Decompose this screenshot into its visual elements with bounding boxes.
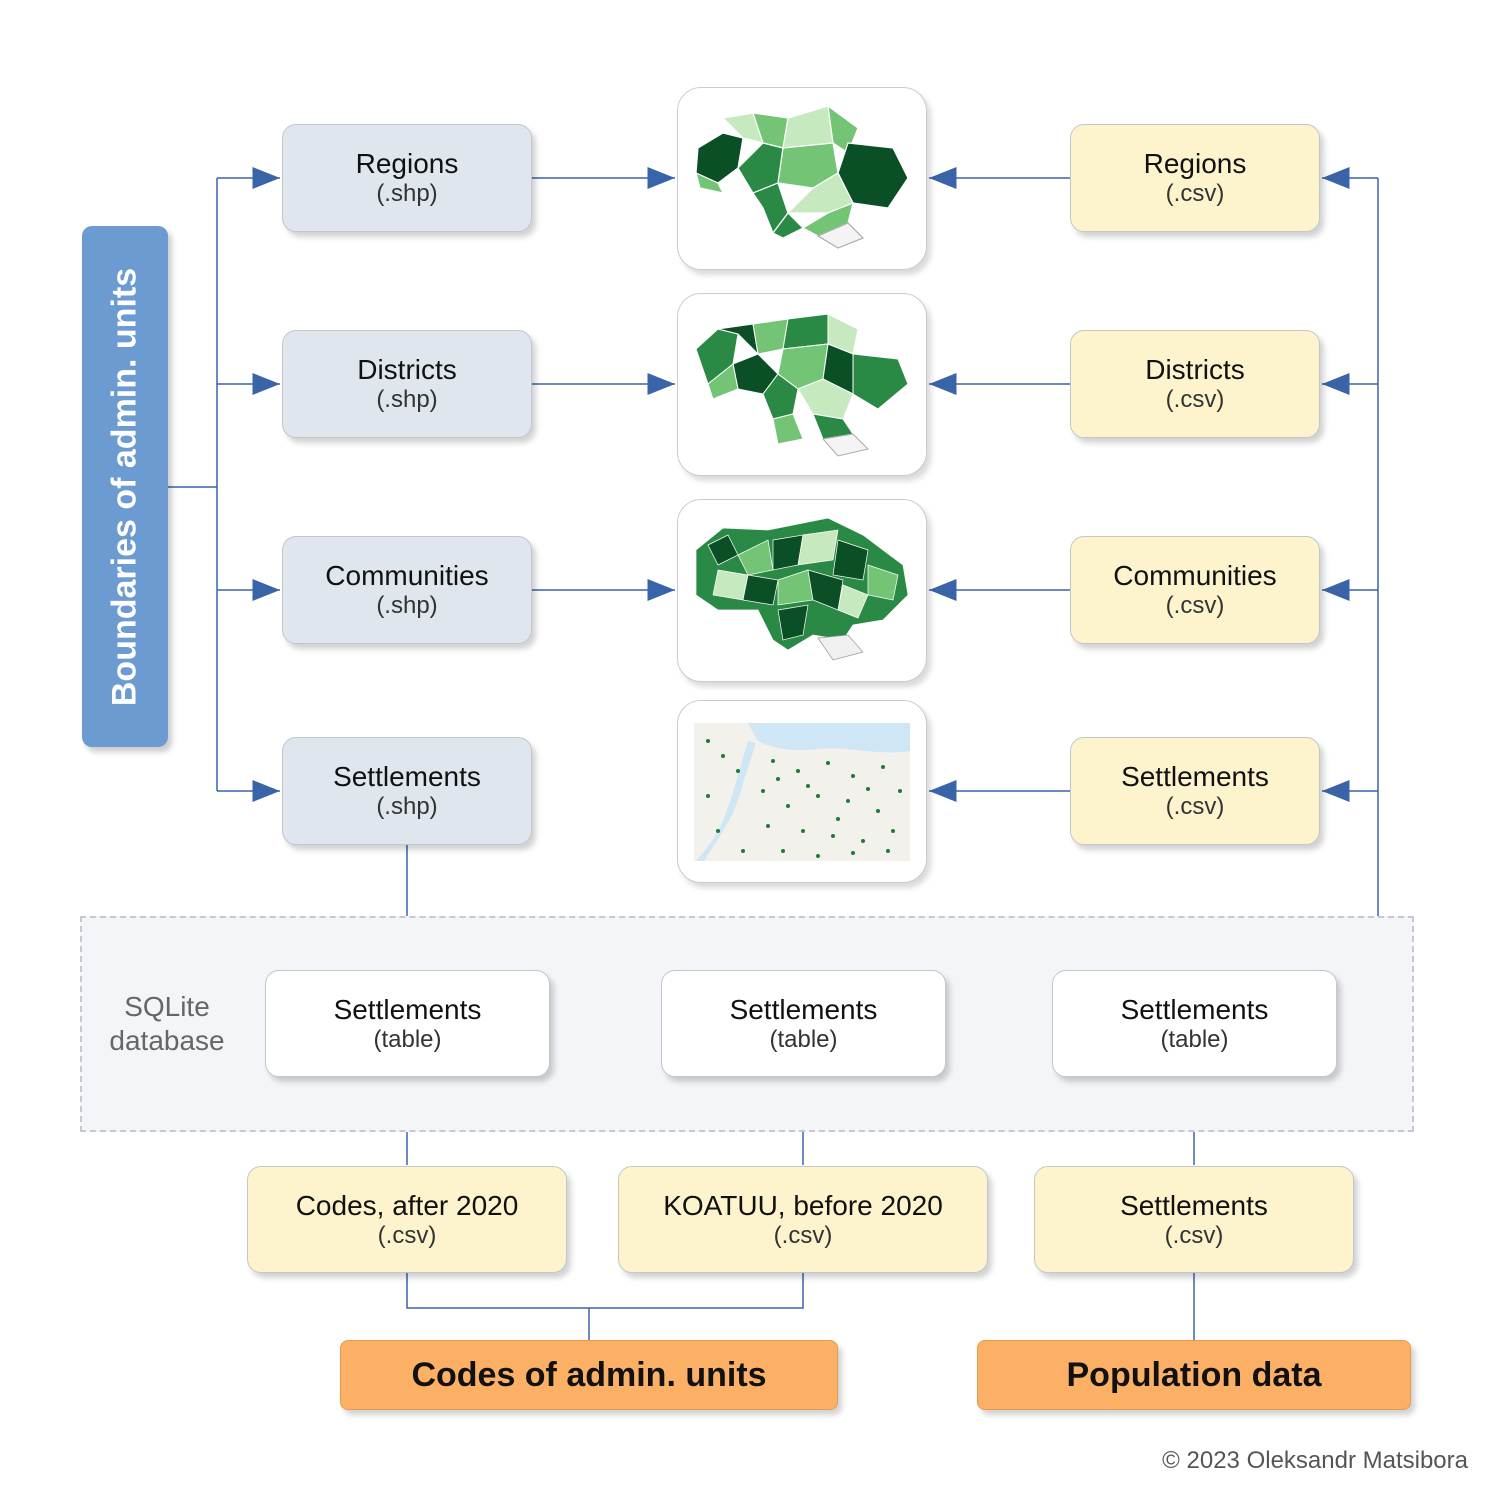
box-title: Regions	[355, 148, 459, 179]
population-group-label: Population data	[977, 1340, 1411, 1410]
boundaries-group-label: Boundaries of admin. units	[82, 226, 168, 747]
communities-choropleth-map	[695, 517, 909, 661]
box-title: KOATUU, before 2020	[663, 1189, 943, 1221]
sqlite-database-label: SQLite database	[92, 990, 242, 1058]
box-title: Communities	[325, 560, 489, 591]
codes-group-text: Codes of admin. units	[411, 1355, 767, 1394]
koatuu-before-2020-box: KOATUU, before 2020 (.csv)	[618, 1166, 988, 1273]
regions-csv-box: Regions (.csv)	[1070, 124, 1320, 232]
regions-map-thumbnail	[677, 87, 927, 270]
box-title: Settlements	[1121, 761, 1269, 792]
database-label-line2: database	[109, 1025, 225, 1056]
box-title: Communities	[1113, 560, 1277, 591]
box-title: Regions	[1143, 148, 1247, 179]
settlements-map-thumbnail	[677, 700, 927, 883]
box-title: Codes, after 2020	[295, 1189, 519, 1221]
regions-shp-box: Regions (.shp)	[282, 124, 532, 232]
districts-choropleth-map	[695, 313, 909, 457]
codes-group-label: Codes of admin. units	[340, 1340, 838, 1410]
settlements-shp-box: Settlements (.shp)	[282, 737, 532, 845]
communities-map-thumbnail	[677, 499, 927, 682]
communities-csv-box: Communities (.csv)	[1070, 536, 1320, 644]
box-title: Districts	[1145, 354, 1245, 385]
box-subtitle: (.csv)	[377, 1221, 437, 1249]
box-title: Districts	[357, 354, 457, 385]
settlements-table-2: Settlements (table)	[661, 970, 946, 1077]
communities-shp-box: Communities (.shp)	[282, 536, 532, 644]
database-label-line1: SQLite	[124, 991, 210, 1022]
box-title: Settlements	[1120, 1189, 1268, 1221]
districts-shp-box: Districts (.shp)	[282, 330, 532, 438]
settlement-points	[706, 739, 902, 858]
box-title: Settlements	[333, 761, 481, 792]
box-title: Settlements	[1120, 993, 1269, 1025]
box-title: Settlements	[333, 993, 482, 1025]
box-subtitle: (table)	[1160, 1025, 1229, 1053]
codes-after-2020-box: Codes, after 2020 (.csv)	[247, 1166, 567, 1273]
box-subtitle: (table)	[769, 1025, 838, 1053]
box-subtitle: (.csv)	[1165, 592, 1225, 619]
districts-csv-box: Districts (.csv)	[1070, 330, 1320, 438]
settlements-csv-box: Settlements (.csv)	[1070, 737, 1320, 845]
box-subtitle: (.csv)	[1165, 793, 1225, 820]
box-subtitle: (.csv)	[773, 1221, 833, 1249]
box-subtitle: (.shp)	[376, 386, 438, 413]
copyright-credit: © 2023 Oleksandr Matsibora	[1162, 1447, 1468, 1474]
box-subtitle: (table)	[373, 1025, 442, 1053]
population-settlements-csv-box: Settlements (.csv)	[1034, 1166, 1354, 1273]
box-title: Settlements	[729, 993, 878, 1025]
box-subtitle: (.shp)	[376, 592, 438, 619]
box-subtitle: (.shp)	[376, 180, 438, 207]
settlements-table-3: Settlements (table)	[1052, 970, 1337, 1077]
population-group-text: Population data	[1066, 1355, 1322, 1394]
settlements-table-1: Settlements (table)	[265, 970, 550, 1077]
boundaries-label-text: Boundaries of admin. units	[105, 267, 144, 706]
regions-choropleth-map	[695, 104, 909, 249]
box-subtitle: (.csv)	[1165, 180, 1225, 207]
settlements-point-map	[694, 723, 910, 861]
box-subtitle: (.shp)	[376, 793, 438, 820]
box-subtitle: (.csv)	[1165, 386, 1225, 413]
districts-map-thumbnail	[677, 293, 927, 476]
box-subtitle: (.csv)	[1164, 1221, 1224, 1249]
